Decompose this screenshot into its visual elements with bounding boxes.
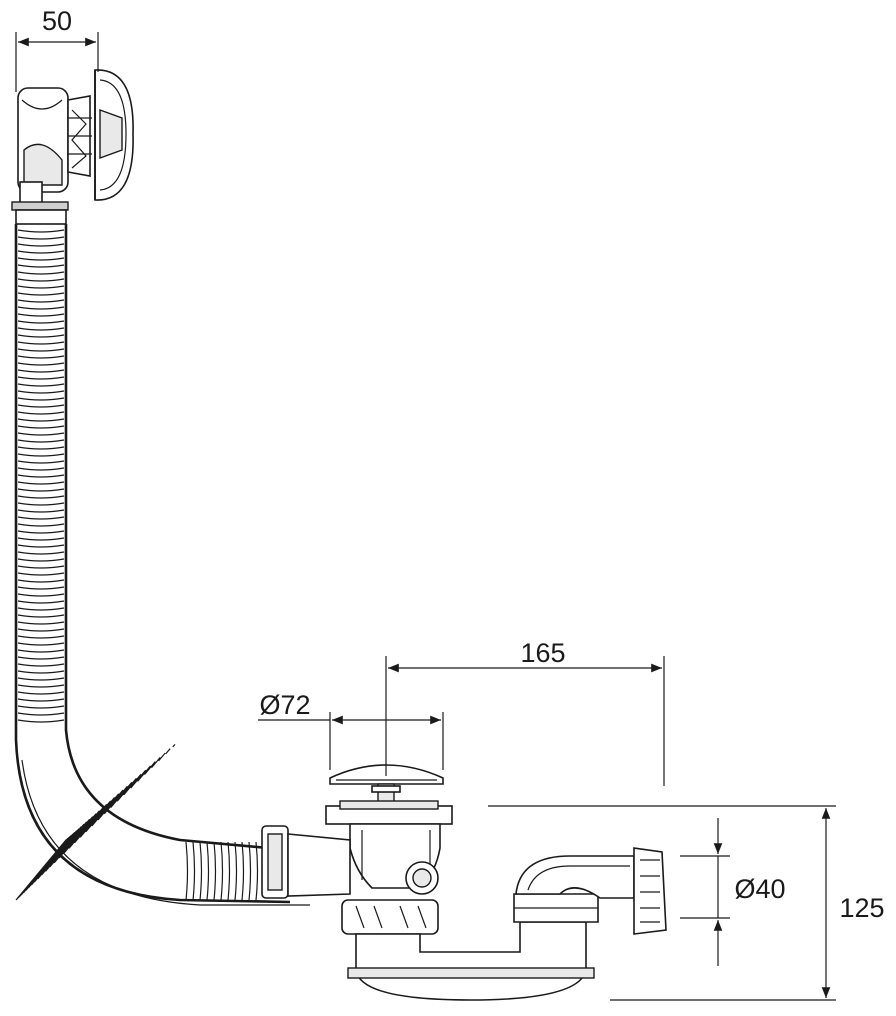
- dimension-50: 50: [15, 6, 99, 92]
- trap: [347, 855, 635, 1001]
- dimension-40-label: Ø40: [734, 874, 785, 904]
- flexible-hose: [14, 224, 310, 906]
- drain-body: [261, 800, 453, 935]
- dimension-125-label: 125: [839, 893, 884, 923]
- dimension-165: 165: [385, 638, 665, 786]
- outlet-nut: [633, 847, 667, 935]
- dimension-40: Ø40: [680, 818, 786, 966]
- dimension-125: 125: [488, 805, 885, 1001]
- dimension-165-label: 165: [520, 638, 565, 668]
- dimension-50-label: 50: [42, 6, 72, 36]
- overflow-head: [11, 69, 134, 225]
- dimension-72-label: Ø72: [259, 690, 310, 720]
- dimension-72: Ø72: [258, 690, 444, 770]
